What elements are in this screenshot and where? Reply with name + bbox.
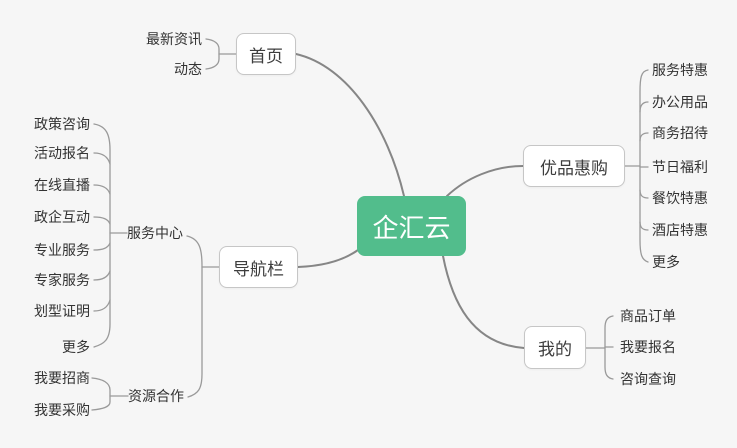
leaf-event-signup[interactable]: 活动报名 (34, 145, 90, 161)
connector-deals-hook-2 (639, 132, 649, 142)
leaf-latest-news[interactable]: 最新资讯 (146, 31, 202, 47)
connector-root-navbar (297, 249, 359, 268)
branch-node-navbar[interactable]: 导航栏 (219, 246, 298, 288)
leaf-procurement[interactable]: 我要采购 (34, 402, 90, 418)
leaf-office-supplies[interactable]: 办公用品 (652, 94, 708, 110)
connector-service-bracket (93, 123, 111, 348)
main-branch-lines (295, 53, 525, 349)
leaf-updates[interactable]: 动态 (174, 61, 202, 77)
leaf-classification-cert[interactable]: 划型证明 (34, 303, 90, 319)
connector-root-home (295, 53, 405, 197)
leaf-expert-services[interactable]: 专家服务 (34, 272, 90, 288)
leaf-policy-consult[interactable]: 政策咨询 (34, 116, 90, 132)
connector-deals-bracket (639, 69, 649, 263)
connector-service-hook-5 (93, 270, 111, 281)
connector-home-bracket (205, 38, 220, 70)
connector-service-hook-1 (93, 152, 111, 165)
connector-root-mine (442, 255, 525, 349)
sub-branch-lines (91, 38, 649, 411)
branch-node-home[interactable]: 首页 (236, 33, 296, 75)
connector-service-hook-4 (93, 242, 111, 251)
leaf-gov-interaction[interactable]: 政企互动 (34, 209, 90, 225)
connector-deals-hook-5 (639, 221, 649, 231)
leaf-professional-services[interactable]: 专业服务 (34, 242, 90, 258)
leaf-more-services[interactable]: 更多 (62, 339, 90, 355)
connector-deals-hook-1 (639, 101, 649, 113)
leaf-live-stream[interactable]: 在线直播 (34, 177, 90, 193)
subnode-resource-cooperation[interactable]: 资源合作 (128, 388, 184, 404)
mindmap-root-node[interactable]: 企汇云 (357, 196, 466, 256)
connector-service-hook-3 (93, 216, 111, 225)
leaf-holiday-benefits[interactable]: 节日福利 (652, 159, 708, 175)
connector-root-deals (446, 165, 524, 197)
branch-node-deals[interactable]: 优品惠购 (523, 145, 625, 187)
connector-service-hook-6 (93, 299, 111, 312)
leaf-service-deals[interactable]: 服务特惠 (652, 62, 708, 78)
leaf-product-orders[interactable]: 商品订单 (620, 308, 676, 324)
leaf-more-deals[interactable]: 更多 (652, 254, 680, 270)
leaf-dining-deals[interactable]: 餐饮特惠 (652, 190, 708, 206)
leaf-my-signup[interactable]: 我要报名 (620, 339, 676, 355)
leaf-business-reception[interactable]: 商务招待 (652, 125, 708, 141)
leaf-inquiry-search[interactable]: 咨询查询 (620, 371, 676, 387)
connector-navbar-bracket (186, 235, 203, 398)
leaf-hotel-deals[interactable]: 酒店特惠 (652, 222, 708, 238)
leaf-investment[interactable]: 我要招商 (34, 370, 90, 386)
branch-node-mine[interactable]: 我的 (524, 326, 586, 369)
subnode-service-center[interactable]: 服务中心 (127, 225, 183, 241)
connector-deals-hook-4 (639, 189, 649, 199)
connector-service-hook-2 (93, 184, 111, 195)
connector-resource-bracket (91, 377, 111, 411)
